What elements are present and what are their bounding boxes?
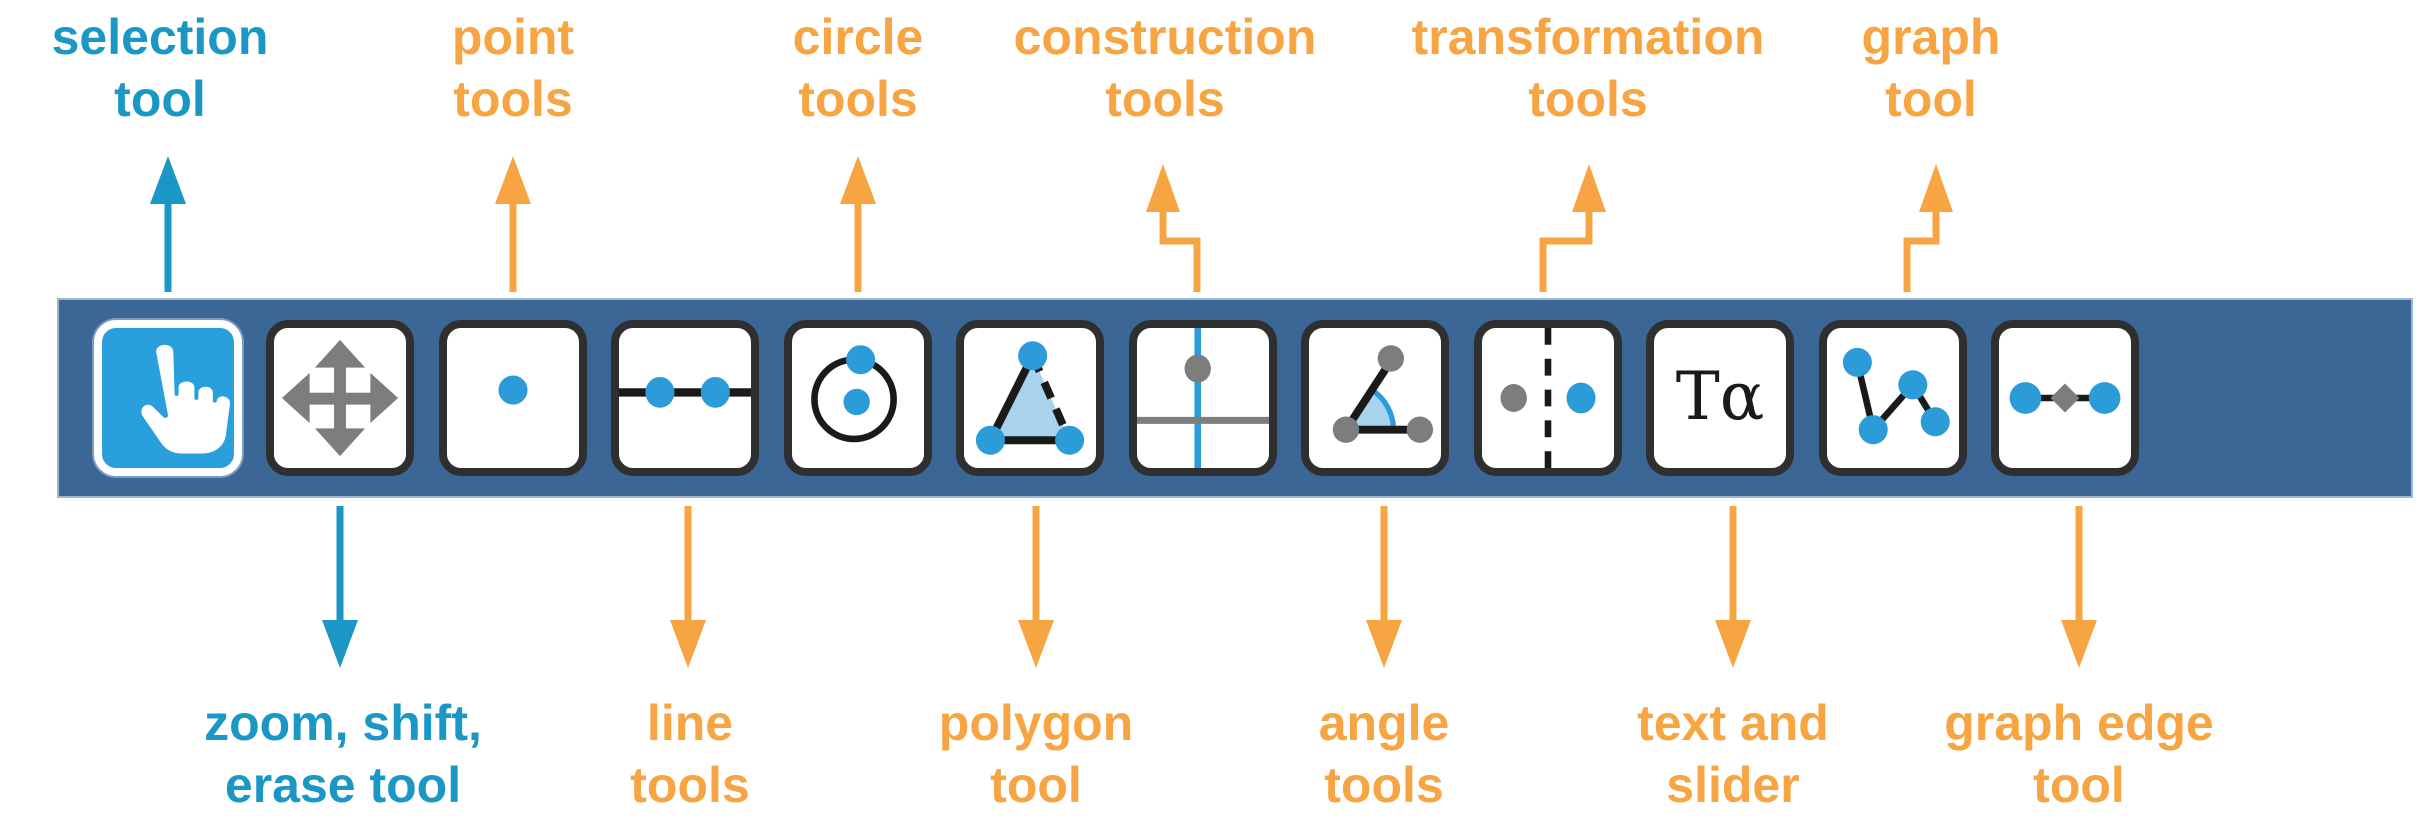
toolbar-button-zoom-shift-erase[interactable] [266, 320, 414, 476]
arrow-circle-tools [840, 156, 876, 292]
toolbar-button-selection[interactable] [94, 320, 242, 476]
label-zoom-shift-erase-tool: zoom, shift,erase tool [204, 695, 482, 813]
arrow-point-tools [495, 156, 531, 292]
perpendicular-lines-icon [1137, 328, 1269, 468]
arrow-selection-tool [150, 156, 186, 292]
point-icon [447, 328, 579, 468]
arrow-zoom-shift-erase-tool [322, 506, 358, 668]
line-through-points-icon [619, 328, 751, 468]
arrow-graph-edge-tool [2061, 506, 2097, 668]
hand-pointer-icon [102, 328, 234, 468]
toolbar-button-point[interactable] [439, 320, 587, 476]
svg-text:Tα: Tα [1676, 358, 1765, 435]
toolbar-button-text-slider[interactable]: Tα [1646, 320, 1794, 476]
arrow-graph-tool [1903, 164, 1953, 292]
arrow-angle-tools [1366, 506, 1402, 668]
arrow-line-tools [670, 506, 706, 668]
toolbar-button-graph[interactable] [1819, 320, 1967, 476]
circle-with-center-icon [792, 328, 924, 468]
polyline-graph-icon [1827, 328, 1959, 468]
move-cross-icon [274, 328, 406, 468]
toolbar-button-angle[interactable] [1301, 320, 1449, 476]
arrow-construction-tools [1146, 164, 1201, 292]
text-alpha-icon: Tα [1654, 328, 1786, 468]
toolbar-button-transformation[interactable] [1474, 320, 1622, 476]
toolbar-button-line[interactable] [611, 320, 759, 476]
angle-sector-icon [1309, 328, 1441, 468]
toolbar-button-construction[interactable] [1129, 320, 1277, 476]
edge-with-midpoint-icon [1999, 328, 2131, 468]
triangle-polygon-icon [964, 328, 1096, 468]
reflection-dashed-line-icon [1482, 328, 1614, 468]
toolbar-button-circle[interactable] [784, 320, 932, 476]
toolbar-button-graph-edge[interactable] [1991, 320, 2139, 476]
toolbar-button-polygon[interactable] [956, 320, 1104, 476]
arrow-polygon-tool [1018, 506, 1054, 668]
arrow-text-and-slider [1715, 506, 1751, 668]
arrow-transformation-tools [1539, 164, 1606, 292]
